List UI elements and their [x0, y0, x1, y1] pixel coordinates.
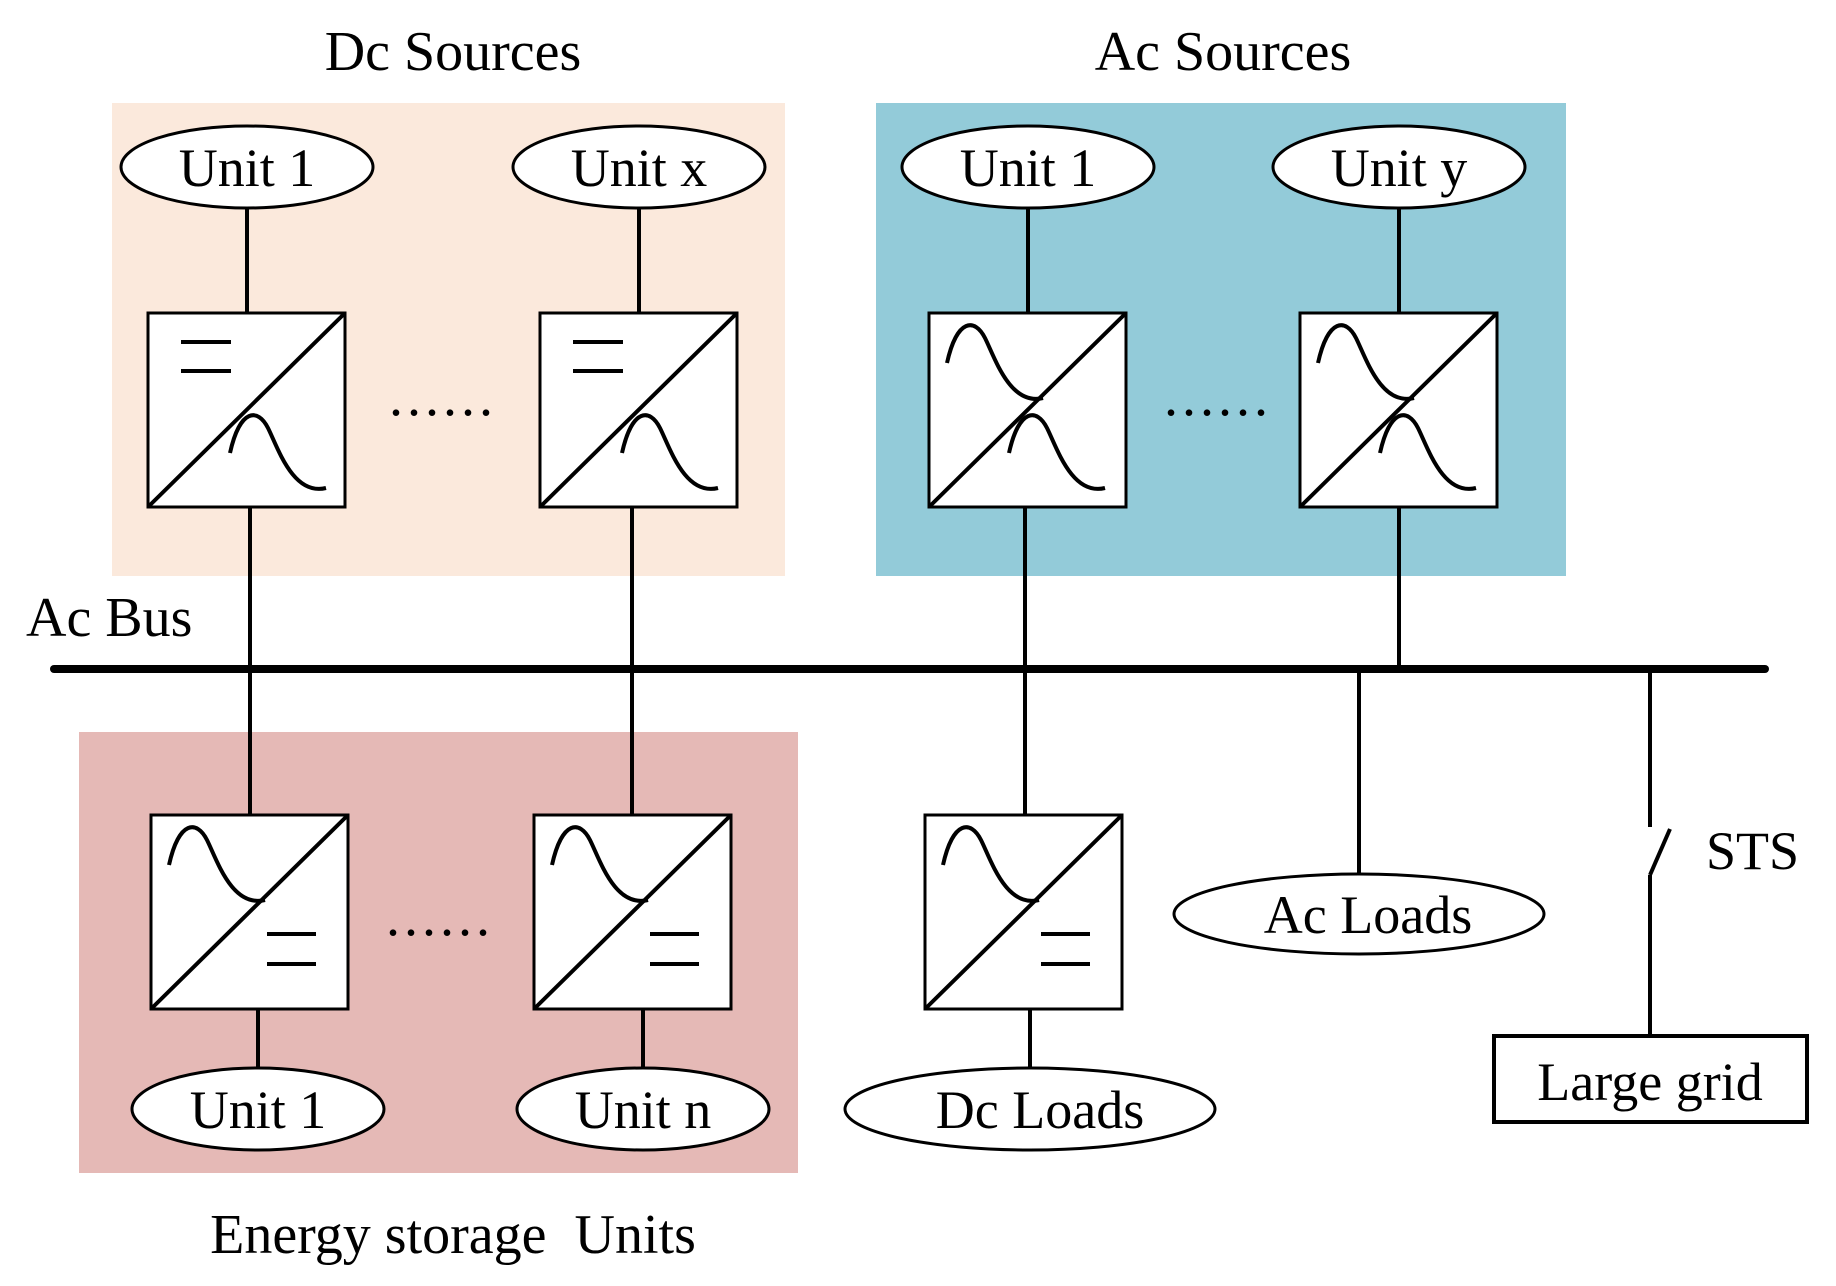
- ac-sources-title: Ac Sources: [1095, 21, 1352, 83]
- ac-source-unit-first: Unit 1: [900, 124, 1156, 210]
- dc-loads: Dc Loads: [843, 1066, 1217, 1152]
- ac-sine-icon: [941, 825, 1040, 903]
- ac-sine-icon: [945, 323, 1044, 401]
- dc-ac-converter-1: [146, 311, 347, 509]
- ac-dc-converter-n: [532, 813, 733, 1011]
- svg-text:Unit x: Unit x: [571, 138, 708, 198]
- ac-sine-icon: [1378, 413, 1477, 491]
- ac-dc-converter-1: [149, 813, 350, 1011]
- svg-text:Unit 1: Unit 1: [960, 138, 1097, 198]
- ac-sources-ellipsis: ......: [1164, 366, 1272, 428]
- ac-sine-icon: [228, 413, 327, 491]
- storage-unit-first: Unit 1: [130, 1066, 386, 1152]
- ac-dc-converter-dc-loads: [923, 813, 1124, 1011]
- storage-title: Energy storage Units: [210, 1204, 696, 1266]
- ac-bus-label: Ac Bus: [26, 587, 192, 649]
- svg-text:Dc Loads: Dc Loads: [936, 1080, 1144, 1140]
- ac-ac-converter-1: [927, 311, 1128, 509]
- ac-sine-icon: [620, 413, 719, 491]
- ac-sine-icon: [550, 825, 649, 903]
- ac-source-unit-last: Unit y: [1271, 124, 1527, 210]
- wires: [245, 208, 1672, 1067]
- dc-sources-ellipsis: ......: [389, 366, 497, 428]
- svg-text:Unit 1: Unit 1: [190, 1080, 327, 1140]
- ac-loads: Ac Loads: [1172, 872, 1546, 956]
- ac-sine-icon: [1007, 413, 1106, 491]
- dc-source-unit-first: Unit 1: [119, 124, 375, 210]
- svg-text:Unit y: Unit y: [1331, 138, 1468, 198]
- storage-ellipsis: ......: [386, 886, 494, 948]
- svg-text:Large grid: Large grid: [1537, 1052, 1762, 1112]
- svg-text:Unit n: Unit n: [575, 1080, 712, 1140]
- sts-label: STS: [1706, 821, 1799, 881]
- svg-text:Ac Loads: Ac Loads: [1264, 885, 1472, 945]
- ac-ac-converter-y: [1298, 311, 1499, 509]
- dc-source-unit-last: Unit x: [511, 124, 767, 210]
- svg-text:Unit 1: Unit 1: [179, 138, 316, 198]
- storage-unit-last: Unit n: [515, 1066, 771, 1152]
- ac-sine-icon: [1316, 323, 1415, 401]
- dc-sources-title: Dc Sources: [325, 21, 582, 83]
- dc-ac-converter-x: [538, 311, 739, 509]
- large-grid: Large grid: [1492, 1034, 1809, 1124]
- ac-sine-icon: [167, 825, 266, 903]
